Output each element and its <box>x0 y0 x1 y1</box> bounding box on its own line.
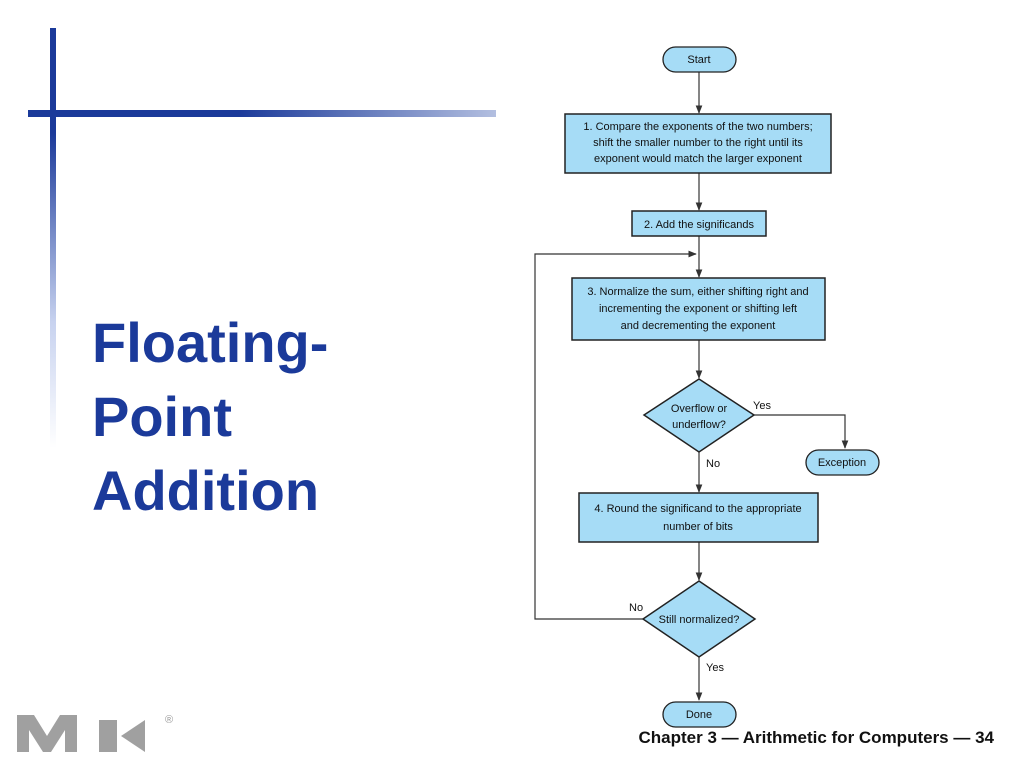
arrow-decision2-no-loop <box>534 250 697 620</box>
decision1-yes-label: Yes <box>753 400 771 412</box>
title-line: Addition <box>92 459 320 522</box>
step4-line: 4. Round the significand to the appropri… <box>594 503 801 515</box>
step3-line: incrementing the exponent or shifting le… <box>599 303 797 315</box>
accent-vertical-bar <box>50 28 56 448</box>
step2-box: 2. Add the significands <box>631 210 767 237</box>
decision2-no-label: No <box>629 602 643 614</box>
step1-line: 1. Compare the exponents of the two numb… <box>583 121 812 133</box>
step1-box: 1. Compare the exponents of the two numb… <box>564 113 832 174</box>
step4-box: 4. Round the significand to the appropri… <box>578 492 819 543</box>
decision2-yes-label: Yes <box>706 662 724 674</box>
arrow-decision1-yes <box>754 414 849 449</box>
decision1-no-label: No <box>706 458 720 470</box>
slide-title: Floating- Point Addition <box>92 306 392 528</box>
decision2-line: Still normalized? <box>659 614 740 626</box>
mk-logo-icon: ® <box>17 714 173 752</box>
slide-footer: Chapter 3 — Arithmetic for Computers — 3… <box>638 728 995 747</box>
overflow-decision: Overflow or underflow? <box>642 378 756 453</box>
done-label: Done <box>686 709 712 721</box>
accent-horizontal-bar <box>28 110 496 117</box>
start-label: Start <box>687 54 710 66</box>
title-line: Point <box>92 385 232 448</box>
normalized-decision: Still normalized? <box>641 580 757 658</box>
step3-line: 3. Normalize the sum, either shifting ri… <box>587 286 808 298</box>
step4-line: number of bits <box>663 521 733 533</box>
done-terminal: Done <box>662 701 737 728</box>
step3-box: 3. Normalize the sum, either shifting ri… <box>571 277 826 341</box>
step1-line: shift the smaller number to the right un… <box>593 137 803 149</box>
decision1-line: underflow? <box>672 419 726 431</box>
exception-terminal: Exception <box>805 449 880 476</box>
registered-mark: ® <box>165 714 173 726</box>
decision1-line: Overflow or <box>671 403 728 415</box>
title-line: Floating- <box>92 311 329 374</box>
step2-line: 2. Add the significands <box>644 219 755 231</box>
start-terminal: Start <box>662 46 737 73</box>
step3-line: and decrementing the exponent <box>621 320 776 332</box>
exception-label: Exception <box>818 457 866 469</box>
step1-line: exponent would match the larger exponent <box>594 153 802 165</box>
